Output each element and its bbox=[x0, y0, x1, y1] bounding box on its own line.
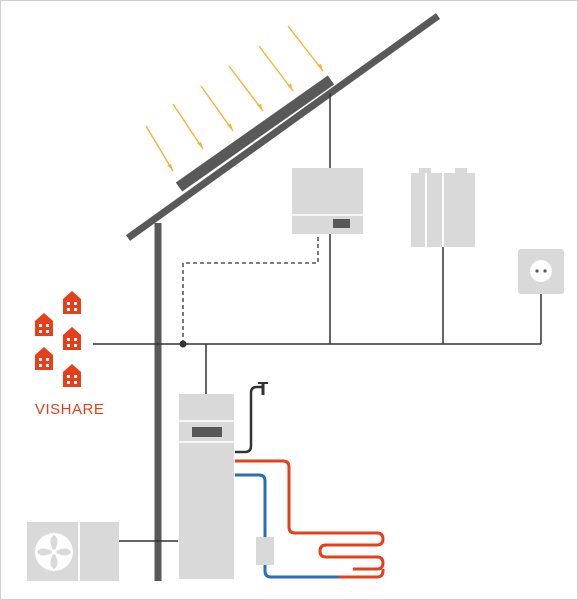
sun-ray bbox=[145, 125, 174, 172]
sun-ray bbox=[258, 45, 294, 92]
roof-line bbox=[125, 13, 441, 241]
sun-ray-arrowhead bbox=[317, 64, 323, 71]
house-icon bbox=[63, 291, 81, 314]
cold-water-pipe bbox=[235, 473, 351, 579]
battery-terminal bbox=[419, 168, 431, 173]
sun-ray bbox=[228, 65, 264, 112]
fan-blades bbox=[37, 535, 71, 569]
sun-ray bbox=[287, 25, 324, 72]
sun-rays bbox=[145, 25, 324, 172]
hot-water-pipe-return bbox=[339, 569, 385, 579]
sun-ray-arrowhead bbox=[227, 124, 233, 131]
sun-ray-arrowhead bbox=[197, 142, 203, 149]
heating-loop-icon bbox=[256, 537, 274, 565]
house-icon bbox=[35, 313, 53, 336]
sun-ray bbox=[200, 85, 234, 132]
outlet-pin bbox=[543, 269, 547, 273]
fan-hub bbox=[51, 549, 57, 555]
community-houses bbox=[35, 291, 81, 387]
house-icon bbox=[63, 327, 81, 350]
indoor-unit-body bbox=[179, 394, 234, 579]
outlet-pin bbox=[535, 269, 539, 273]
wire-junction-dot bbox=[179, 340, 187, 348]
sun-ray bbox=[172, 103, 204, 150]
tap-icon bbox=[235, 382, 268, 454]
solar-panel-icon bbox=[175, 75, 335, 192]
battery-icon bbox=[411, 168, 475, 247]
inverter-icon bbox=[292, 168, 363, 234]
tap-pipe bbox=[235, 385, 263, 454]
inverter-display bbox=[333, 219, 350, 228]
indoor-unit-icon bbox=[179, 394, 234, 579]
brand-label: VISHARE bbox=[35, 401, 104, 418]
inverter-body bbox=[292, 168, 363, 234]
outlet-face bbox=[530, 260, 552, 282]
monitoring-dashed-wire bbox=[182, 235, 319, 344]
battery-terminal bbox=[455, 168, 467, 173]
house-icon bbox=[35, 347, 53, 370]
hot-water-pipe bbox=[235, 459, 385, 571]
sun-ray-arrowhead bbox=[257, 104, 263, 111]
sun-ray-arrowhead bbox=[287, 84, 293, 91]
fan-icon bbox=[27, 522, 119, 581]
sun-ray-arrowhead bbox=[167, 164, 173, 171]
indoor-unit-display bbox=[192, 427, 222, 437]
electrical-wiring bbox=[93, 93, 542, 542]
socket-icon bbox=[518, 249, 564, 294]
house-icon bbox=[63, 364, 81, 387]
